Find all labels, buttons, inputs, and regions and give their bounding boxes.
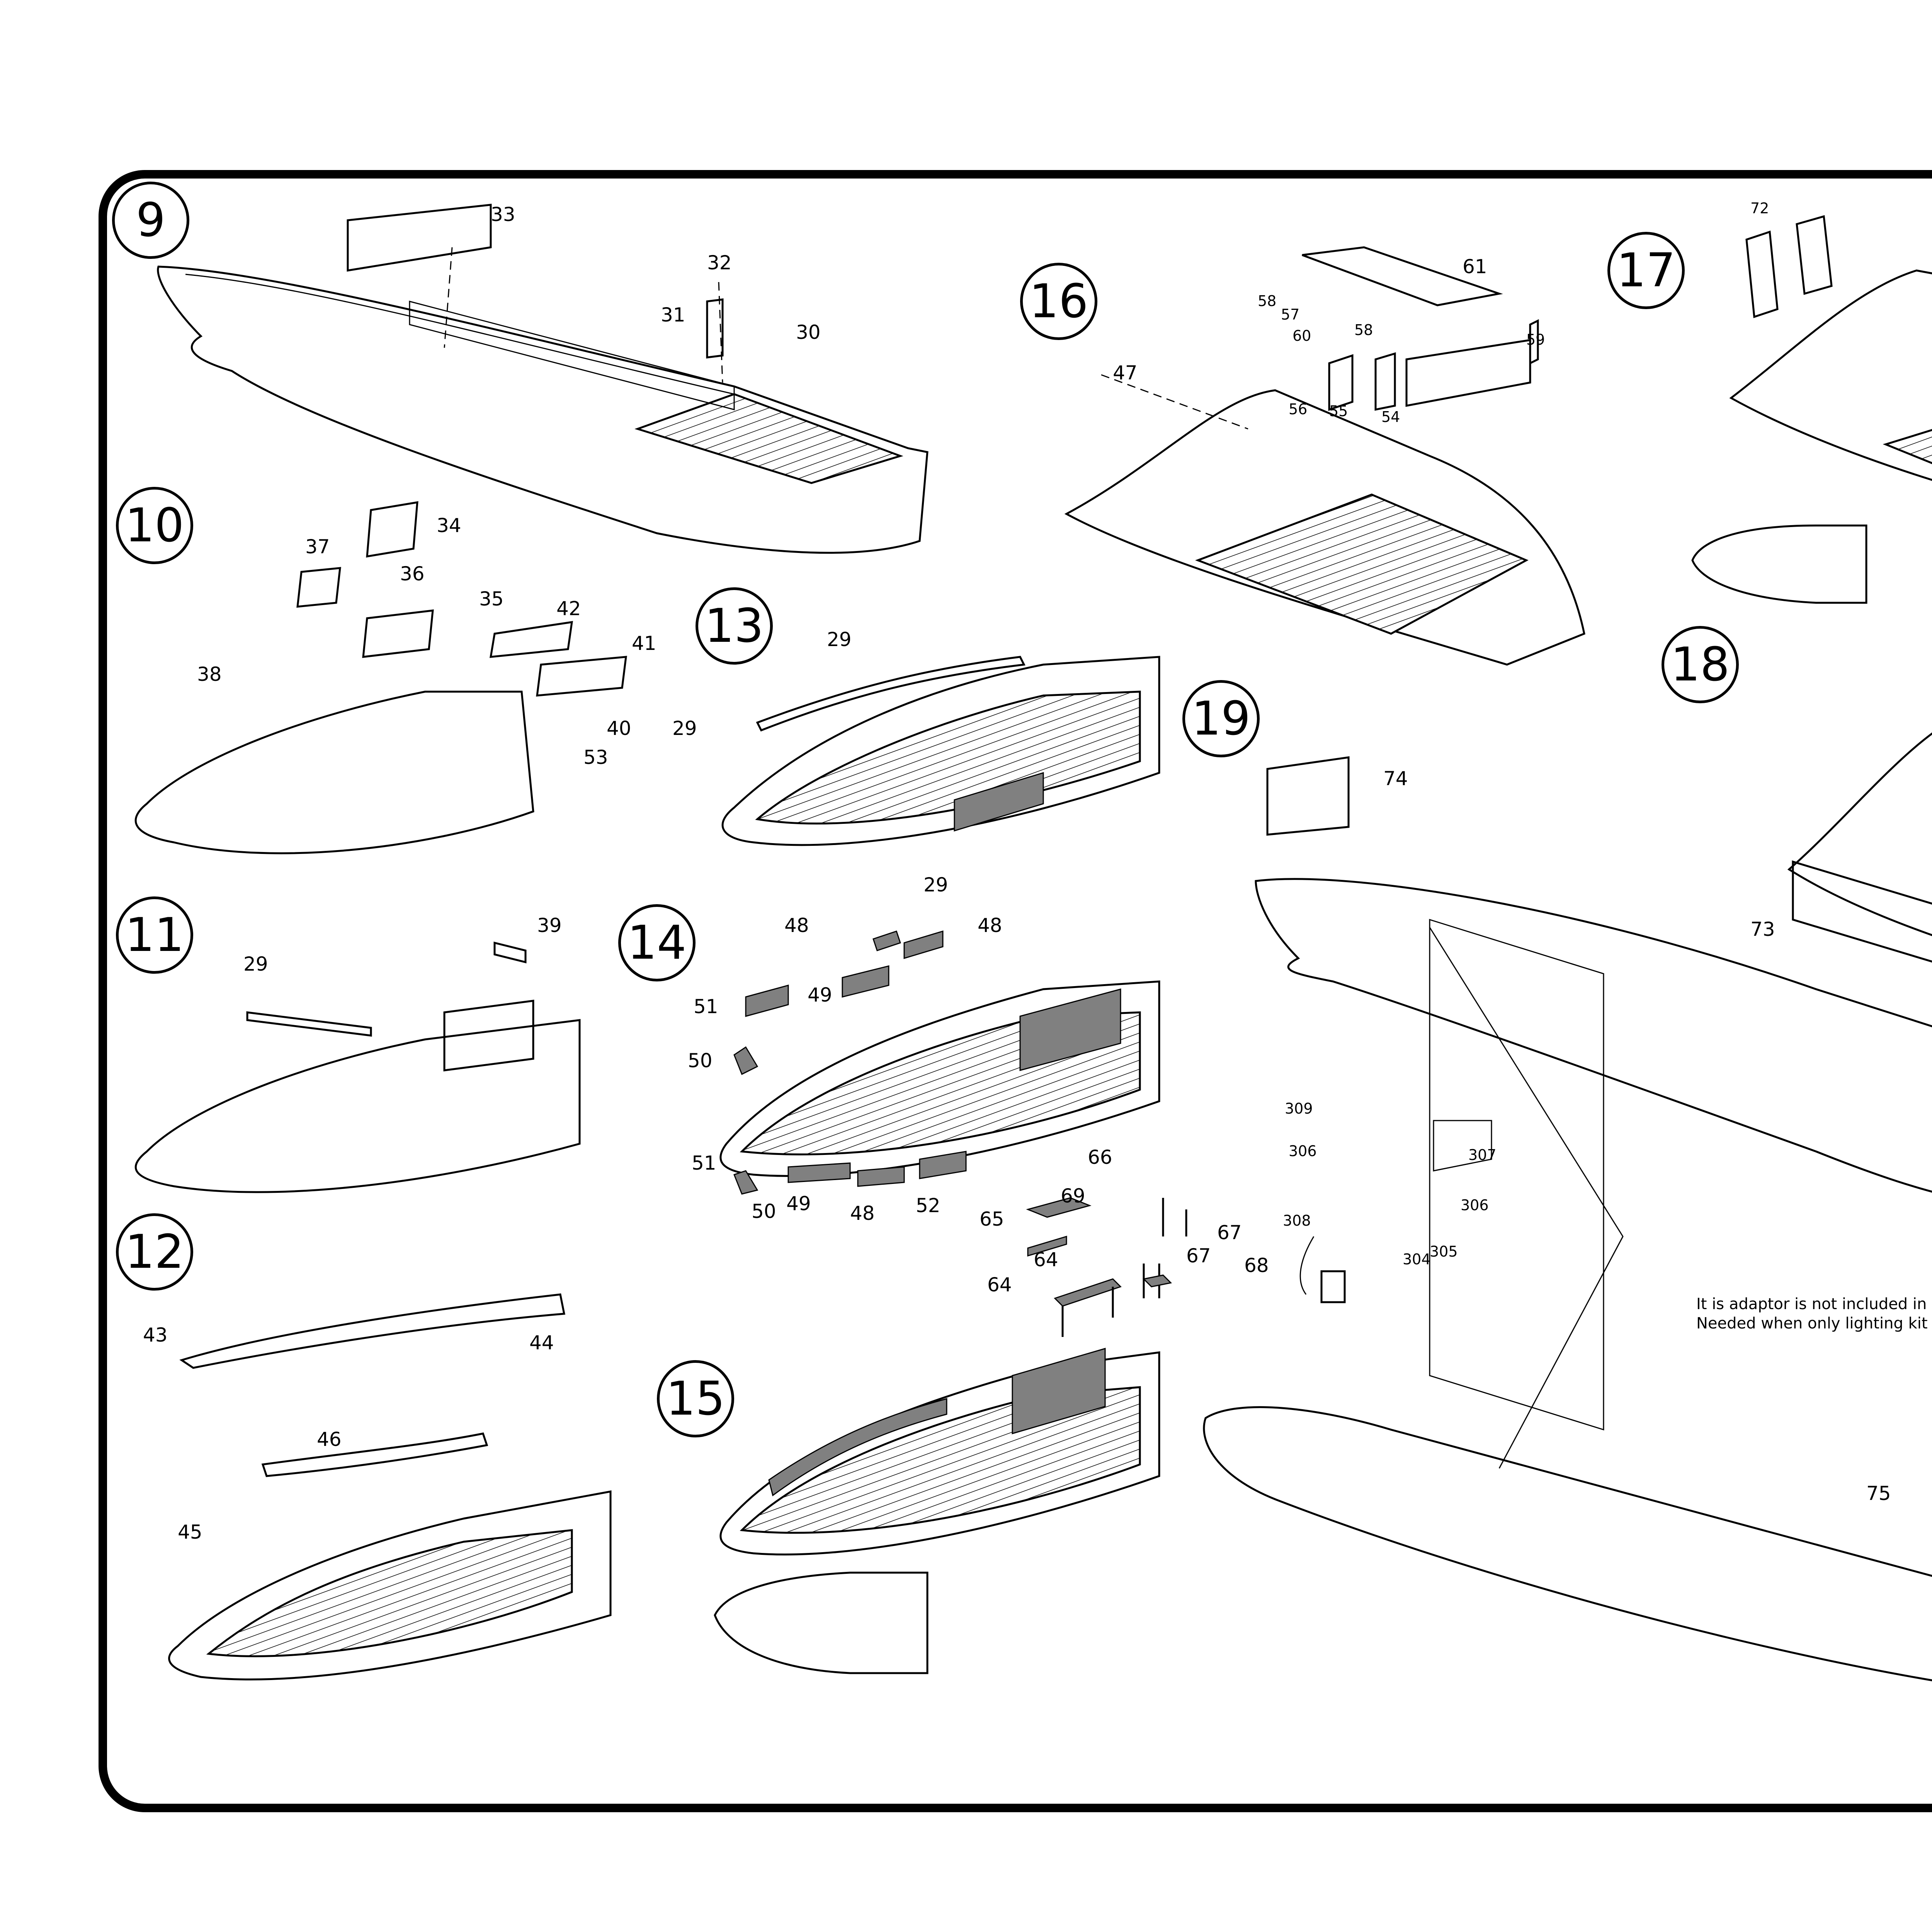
step-17-badge: 17 (1607, 232, 1685, 309)
part-label: 45 (178, 1521, 202, 1543)
part-label: 53 (583, 746, 608, 769)
part-label: 304 (1403, 1251, 1431, 1268)
part-label: 58 (1354, 321, 1373, 338)
part-label: 37 (305, 536, 330, 558)
part-label: 34 (437, 514, 461, 537)
step-17-cabin-drawing (1691, 215, 1932, 604)
part-label: 69 (1061, 1185, 1085, 1207)
part-label: 49 (808, 984, 832, 1006)
step-18-badge: 18 (1662, 626, 1739, 703)
step-14-bow-drawing (719, 930, 1160, 1195)
step-16-badge: 16 (1020, 263, 1097, 340)
part-label: 48 (784, 914, 809, 937)
part-label: 30 (796, 321, 821, 344)
furniture-drawing (1026, 1197, 1187, 1337)
part-label: 306 (1461, 1197, 1489, 1214)
step-19-ship-drawing (1203, 756, 1932, 1682)
part-label: 50 (688, 1049, 713, 1072)
part-label: 56 (1289, 401, 1308, 418)
part-label: 48 (978, 914, 1002, 937)
step-9-badge: 9 (112, 182, 189, 259)
step-9-hull-drawing (157, 204, 929, 554)
adaptor-note-line-1: It is adaptor is not included in the kit… (1696, 1295, 1932, 1313)
part-label: 61 (1463, 255, 1487, 278)
part-label: 67 (1217, 1221, 1242, 1244)
step-12-badge: 12 (116, 1213, 193, 1291)
step-19-badge: 19 (1182, 680, 1260, 757)
part-label: 41 (632, 632, 656, 655)
part-label: 44 (529, 1332, 554, 1354)
part-label: 32 (707, 252, 732, 274)
adaptor-note-line-2: Needed when only lighting kit is bought. (1696, 1315, 1932, 1332)
part-label: 36 (400, 563, 425, 585)
part-label: 67 (1186, 1245, 1211, 1267)
part-label: 50 (752, 1200, 776, 1223)
step-12-bow-drawing (168, 1293, 612, 1680)
part-label: 66 (1088, 1146, 1112, 1168)
part-label: 64 (1034, 1248, 1058, 1271)
part-label: 29 (243, 953, 268, 975)
part-label: 68 (1244, 1254, 1269, 1277)
step-10-badge: 10 (116, 487, 193, 564)
part-label: 33 (491, 203, 515, 226)
adaptor-note: It is adaptor is not included in the kit… (1696, 1294, 1932, 1333)
part-label: 29 (827, 628, 852, 651)
part-label: 38 (197, 663, 222, 685)
part-label: 308 (1283, 1212, 1311, 1229)
part-label: 55 (1329, 403, 1348, 420)
part-label: 29 (672, 717, 697, 740)
part-label: 48 (850, 1202, 875, 1225)
part-label: 31 (661, 304, 685, 326)
page-frame (99, 170, 1932, 1812)
part-label: 39 (537, 914, 562, 937)
step-15-bow-drawing (714, 1348, 1160, 1674)
part-label: 74 (1383, 767, 1408, 790)
part-label: 29 (923, 874, 948, 896)
step-18-cabin-drawing (1787, 732, 1932, 963)
step-11-badge: 11 (116, 896, 193, 974)
step-16-cabin-drawing (1064, 246, 1585, 666)
part-label: 309 (1285, 1100, 1313, 1117)
part-label: 75 (1866, 1482, 1891, 1505)
part-label: 306 (1289, 1143, 1317, 1160)
step-14-badge: 14 (618, 904, 696, 981)
part-label: 40 (607, 717, 631, 740)
part-label: 47 (1113, 362, 1138, 384)
part-label: 59 (1526, 331, 1545, 348)
step-15-badge: 15 (657, 1360, 734, 1437)
part-label: 305 (1430, 1243, 1458, 1260)
part-label: 35 (479, 588, 504, 610)
part-label: 72 (1750, 200, 1769, 217)
part-label: 42 (556, 597, 581, 620)
step-13-bow-drawing (721, 656, 1160, 846)
step-13-badge: 13 (696, 587, 773, 665)
step-11-bow-drawing (134, 941, 581, 1193)
part-label: 73 (1750, 918, 1775, 940)
part-label: 46 (317, 1428, 342, 1451)
part-label: 54 (1381, 408, 1400, 425)
part-label: 65 (980, 1208, 1004, 1230)
part-label: 43 (143, 1324, 168, 1346)
part-label: 64 (987, 1274, 1012, 1296)
part-label: 49 (786, 1192, 811, 1215)
part-label: 58 (1258, 293, 1277, 310)
part-label: 52 (916, 1194, 940, 1217)
part-label: 57 (1281, 306, 1300, 323)
step-10-bow-drawing (134, 501, 627, 854)
part-label: 60 (1293, 327, 1311, 344)
part-label: 51 (692, 1152, 716, 1174)
part-label: 51 (694, 995, 718, 1018)
part-label: 307 (1468, 1146, 1497, 1163)
